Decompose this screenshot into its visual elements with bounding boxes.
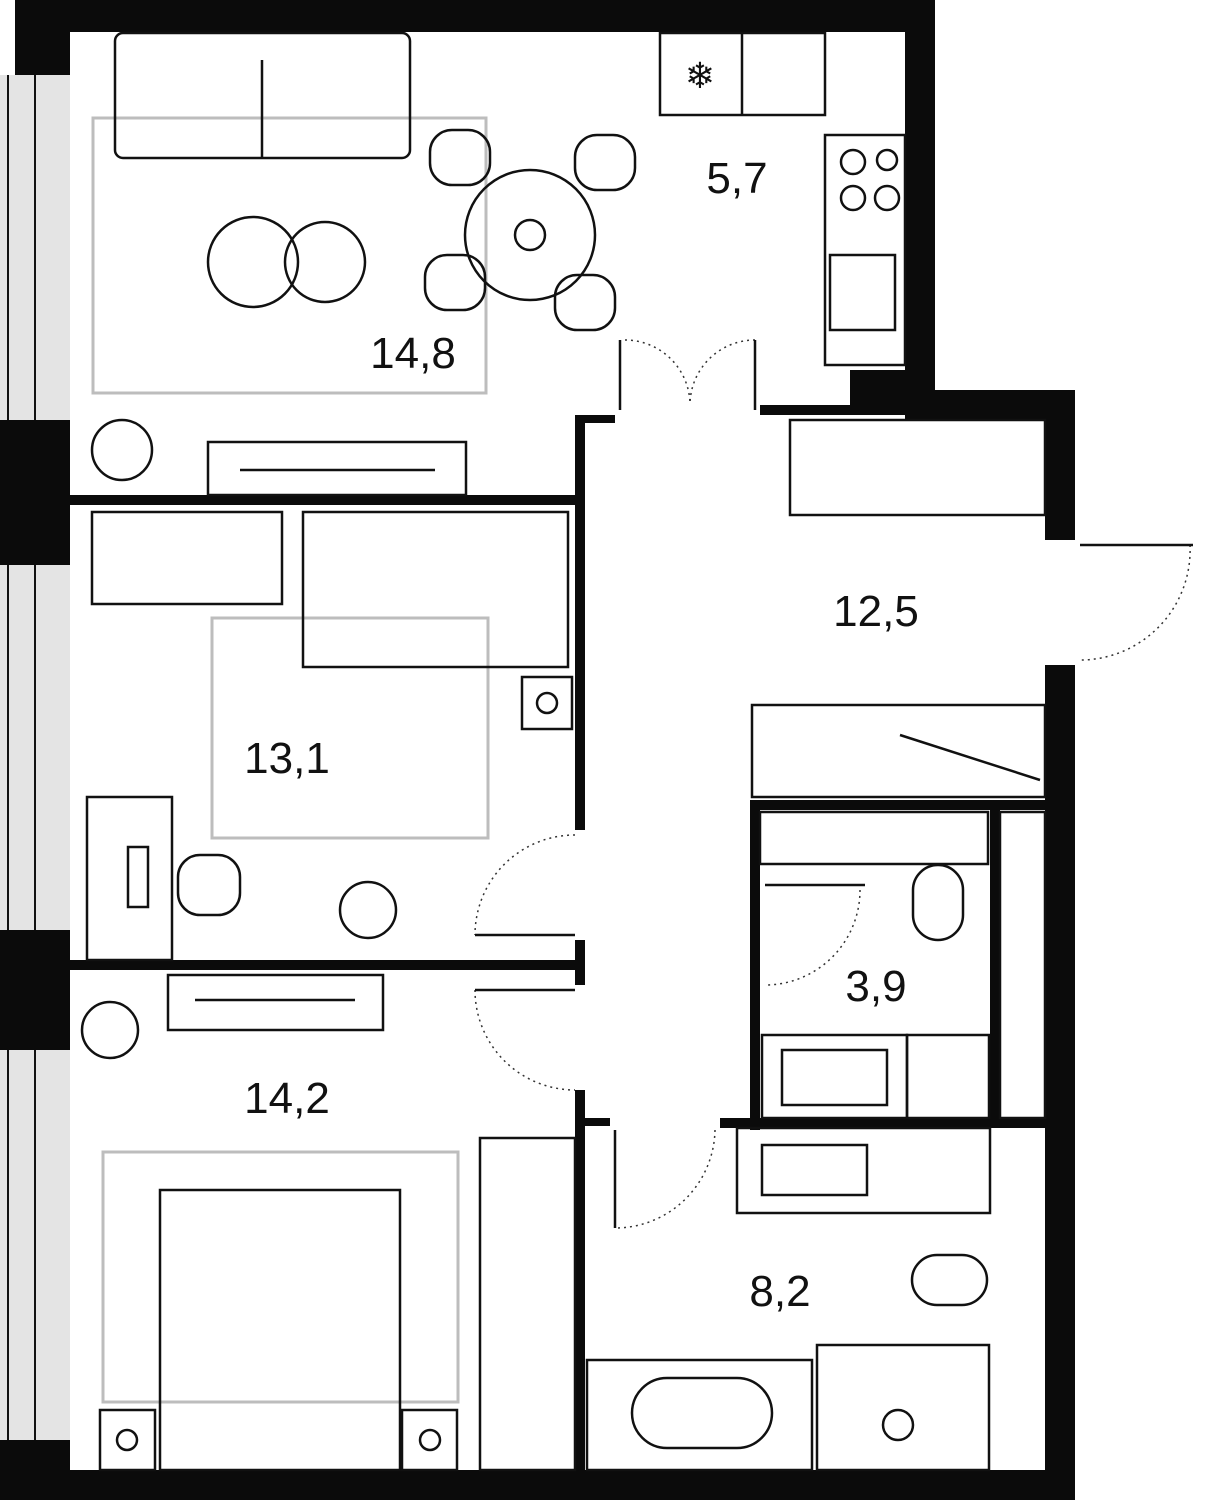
walls <box>0 0 1075 1500</box>
wc-fixtures <box>758 810 1047 1120</box>
kitchen-furniture: ❄ <box>658 31 907 367</box>
bathroom-fixtures <box>585 1126 992 1472</box>
living-furniture <box>90 31 637 497</box>
area-label-living: 14,8 <box>370 329 456 378</box>
area-label-bedroom-1: 13,1 <box>244 734 330 783</box>
area-label-kitchen: 5,7 <box>706 154 767 203</box>
doors <box>474 339 1193 1229</box>
hall-furniture <box>750 418 1047 799</box>
area-label-hall: 12,5 <box>833 587 919 636</box>
bedroom-1-furniture <box>85 510 574 962</box>
area-label-bedroom-2: 14,2 <box>244 1074 330 1123</box>
bedroom-2-furniture <box>80 973 577 1472</box>
area-labels: 14,8 5,7 12,5 13,1 3,9 14,2 8,2 <box>244 154 919 1316</box>
fridge-icon: ❄ <box>685 56 715 96</box>
area-label-wc: 3,9 <box>845 962 906 1011</box>
windows <box>0 75 70 1440</box>
area-label-bathroom: 8,2 <box>749 1267 810 1316</box>
